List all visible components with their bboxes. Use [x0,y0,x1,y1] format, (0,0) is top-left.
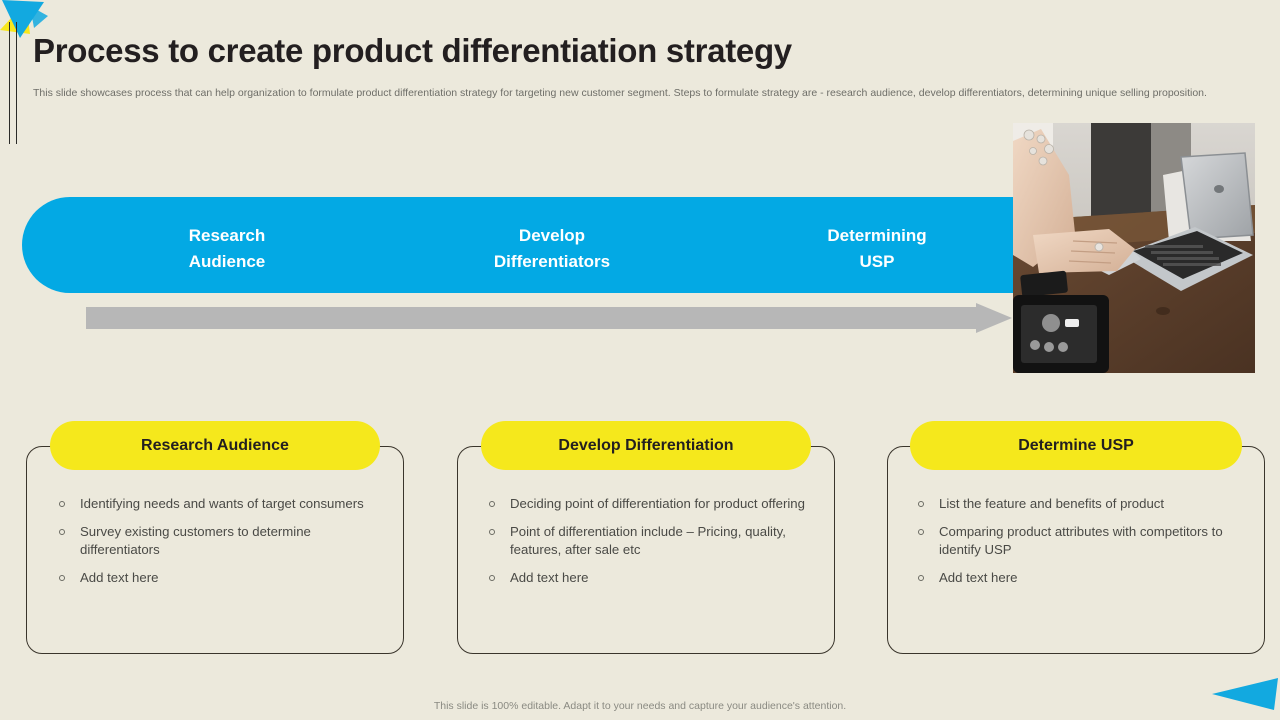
list-item: Add text here [56,569,376,588]
page-title: Process to create product differentiatio… [33,32,792,69]
card-3-heading-pill: Determine USP [910,421,1242,470]
banner-step-2-line2: Differentiators [493,252,611,271]
card-2-bullet-list: Deciding point of differentiation for pr… [486,495,806,596]
left-accent-rule-outer [9,22,10,144]
process-arrow-icon [86,303,1012,333]
list-item-text: Add text here [939,569,1018,585]
laptop-photo [1013,123,1255,373]
list-item: Add text here [915,569,1240,588]
list-item: Comparing product attributes with compet… [915,523,1240,560]
bullet-circle-icon [489,574,495,581]
left-accent-rule-inner [16,22,17,144]
bullet-circle-icon [918,501,924,507]
banner-step-2-line1: Develop [518,226,586,245]
list-item: List the feature and benefits of product [915,495,1240,514]
bullet-circle-icon [918,528,924,535]
page-subtitle: This slide showcases process that can he… [33,87,1207,99]
banner-step-1-line2: Audience [188,252,266,271]
card-2-heading-pill: Develop Differentiation [481,421,811,470]
banner-step-determining-usp: Determining USP [789,223,965,275]
banner-step-develop-differentiators: Develop Differentiators [464,223,640,275]
card-3-heading-label: Determine USP [1018,436,1134,454]
card-1-bullet-list: Identifying needs and wants of target co… [56,495,376,596]
banner-step-research-audience: Research Audience [139,223,315,275]
list-item: Deciding point of differentiation for pr… [486,495,806,514]
list-item-text: Point of differentiation include – Prici… [510,523,786,558]
list-item-text: Add text here [80,569,159,585]
card-1-heading-pill: Research Audience [50,421,380,470]
bullet-circle-icon [489,528,495,535]
card-1-heading-label: Research Audience [141,436,289,454]
card-3-bullet-list: List the feature and benefits of product… [915,495,1240,596]
bullet-circle-icon [59,528,65,535]
card-2-heading-label: Develop Differentiation [558,436,734,454]
bullet-circle-icon [918,574,924,581]
bullet-circle-icon [59,574,65,581]
list-item-text: Deciding point of differentiation for pr… [510,496,805,511]
list-item-text: Comparing product attributes with compet… [939,523,1223,558]
bullet-circle-icon [59,501,65,507]
banner-step-1-line1: Research [188,226,266,245]
list-item-text: Add text here [510,569,589,585]
banner-step-3-line2: USP [859,252,895,271]
list-item-text: List the feature and benefits of product [939,496,1165,511]
list-item: Survey existing customers to determine d… [56,523,376,560]
list-item: Identifying needs and wants of target co… [56,495,376,514]
banner-step-3-line1: Determining [827,226,927,245]
bullet-circle-icon [489,501,495,507]
list-item-text: Identifying needs and wants of target co… [80,496,364,511]
process-banner: Research Audience Develop Differentiator… [22,197,1013,293]
footer-note: This slide is 100% editable. Adapt it to… [433,700,847,712]
list-item: Add text here [486,569,806,588]
list-item-text: Survey existing customers to determine d… [80,523,311,558]
list-item: Point of differentiation include – Prici… [486,523,806,560]
